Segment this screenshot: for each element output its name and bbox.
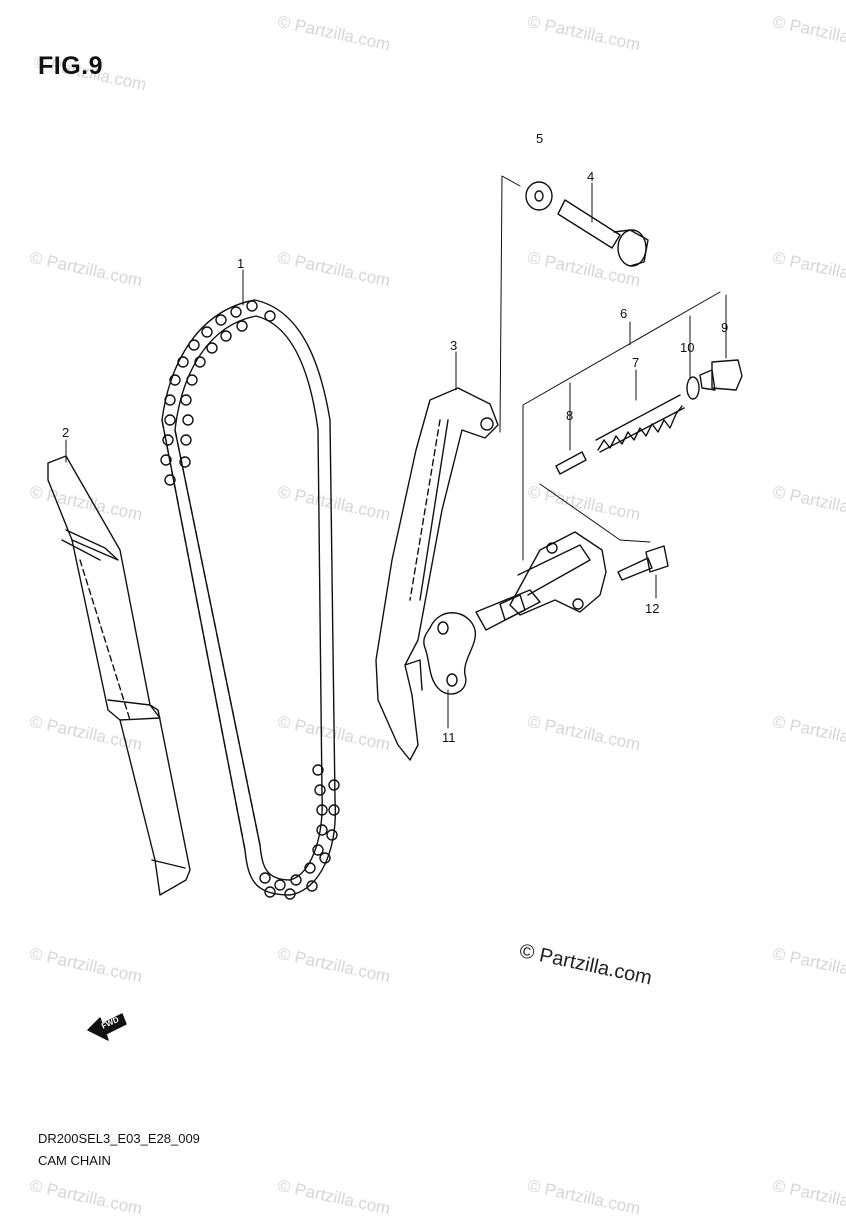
washer xyxy=(525,181,553,211)
chain-links-top xyxy=(160,300,276,486)
guide-bolt xyxy=(557,199,649,267)
figure-title: FIG.9 xyxy=(38,52,104,80)
cap-bolt xyxy=(699,359,743,391)
callout-4: 4 xyxy=(587,169,594,184)
callout-6: 6 xyxy=(620,306,627,321)
pin xyxy=(555,451,587,475)
callout-3: 3 xyxy=(450,338,457,353)
chain-guide-left xyxy=(47,455,191,896)
o-ring xyxy=(686,376,700,400)
callout-2: 2 xyxy=(62,425,69,440)
spring xyxy=(595,394,685,453)
callout-11: 11 xyxy=(442,730,456,745)
diagram-name: CAM CHAIN xyxy=(38,1153,111,1168)
cam-chain xyxy=(161,299,337,896)
callout-8: 8 xyxy=(566,408,573,423)
callout-10: 10 xyxy=(680,340,694,355)
callout-9: 9 xyxy=(721,320,728,335)
callout-1: 1 xyxy=(237,256,244,271)
leader-lines xyxy=(65,175,727,729)
callout-7: 7 xyxy=(632,355,639,370)
chain-tensioner-arm xyxy=(375,387,499,761)
tensioner-gasket xyxy=(423,612,477,695)
tensioner-body xyxy=(475,531,607,631)
mounting-bolt xyxy=(617,545,669,581)
chain-links-bottom xyxy=(259,764,340,900)
callout-12: 12 xyxy=(645,601,659,616)
diagram-code: DR200SEL3_E03_E28_009 xyxy=(38,1131,200,1146)
forward-arrow xyxy=(87,1013,127,1041)
callout-5: 5 xyxy=(536,131,543,146)
